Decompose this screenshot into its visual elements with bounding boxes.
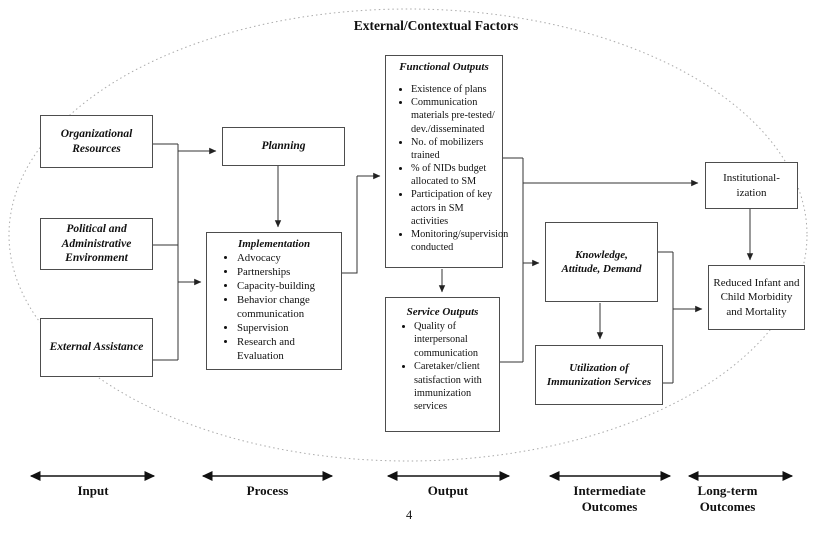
bullet-item: Research and Evaluation (237, 335, 338, 363)
stage-label-intermediate-outcomes: Intermediate Outcomes (573, 483, 646, 515)
implementation-title: Implementation (237, 238, 311, 250)
diagram-title: External/Contextual Factors (353, 18, 519, 33)
functional-outputs-title: Functional Outputs (399, 61, 489, 73)
external-factors-ellipse (8, 8, 808, 462)
bullet-item: Supervision (237, 321, 338, 335)
bullet-item: Behavior change communication (237, 293, 338, 321)
implementation-bullets: Advocacy Partnerships Capacity-building … (207, 251, 341, 363)
utilization-box: Utilization of Immunization Services (535, 345, 663, 405)
planning-box: Planning (222, 127, 345, 166)
bullet-item: % of NIDs budget allocated to SM (411, 162, 499, 188)
functional-outputs-bullets: Existence of plans Communication materia… (386, 83, 508, 254)
service-outputs-title: Service Outputs (406, 306, 479, 318)
implementation-box: Implementation Advocacy Partnerships Cap… (206, 232, 342, 370)
bullet-item: Caretaker/client satisfaction with immun… (414, 360, 496, 414)
institutionalization-box: Institutional-ization (705, 162, 798, 209)
bullet-item: Existence of plans (411, 83, 499, 96)
bullet-item: Partnerships (237, 265, 338, 279)
external-assistance-box: External Assistance (40, 318, 153, 377)
political-administrative-box: Political and Administrative Environment (40, 218, 153, 270)
bullet-item: No. of mobilizers trained (411, 136, 499, 162)
bullet-item: Advocacy (237, 251, 338, 265)
service-outputs-box: Service Outputs Quality of interpersonal… (385, 297, 500, 432)
page-number: 4 (406, 508, 413, 522)
reduced-mortality-box: Reduced Infant and Child Morbidity and M… (708, 265, 805, 330)
bullet-item: Monitoring/supervision conducted (411, 228, 508, 254)
bullet-item: Quality of interpersonal communication (414, 320, 496, 360)
stage-label-input: Input (77, 483, 109, 498)
functional-outputs-box: Functional Outputs Existence of plans Co… (385, 55, 508, 268)
bullet-item: Capacity-building (237, 279, 338, 293)
service-outputs-bullets: Quality of interpersonal communication C… (386, 320, 499, 414)
input-connectors (153, 143, 217, 361)
knowledge-attitude-demand-box: Knowledge, Attitude, Demand (545, 222, 658, 302)
stage-label-longterm-outcomes: Long-term Outcomes (697, 483, 758, 515)
organizational-resources-box: Organizational Resources (40, 115, 153, 168)
bullet-item: Communication materials pre-tested/ dev.… (411, 96, 499, 136)
process-to-output-connector (342, 172, 381, 274)
output-connectors (500, 157, 699, 363)
stage-label-process: Process (246, 483, 289, 498)
bullet-item: Participation of key actors in SM activi… (411, 188, 499, 228)
intermediate-connectors (658, 251, 703, 384)
stage-label-output: Output (427, 483, 469, 498)
